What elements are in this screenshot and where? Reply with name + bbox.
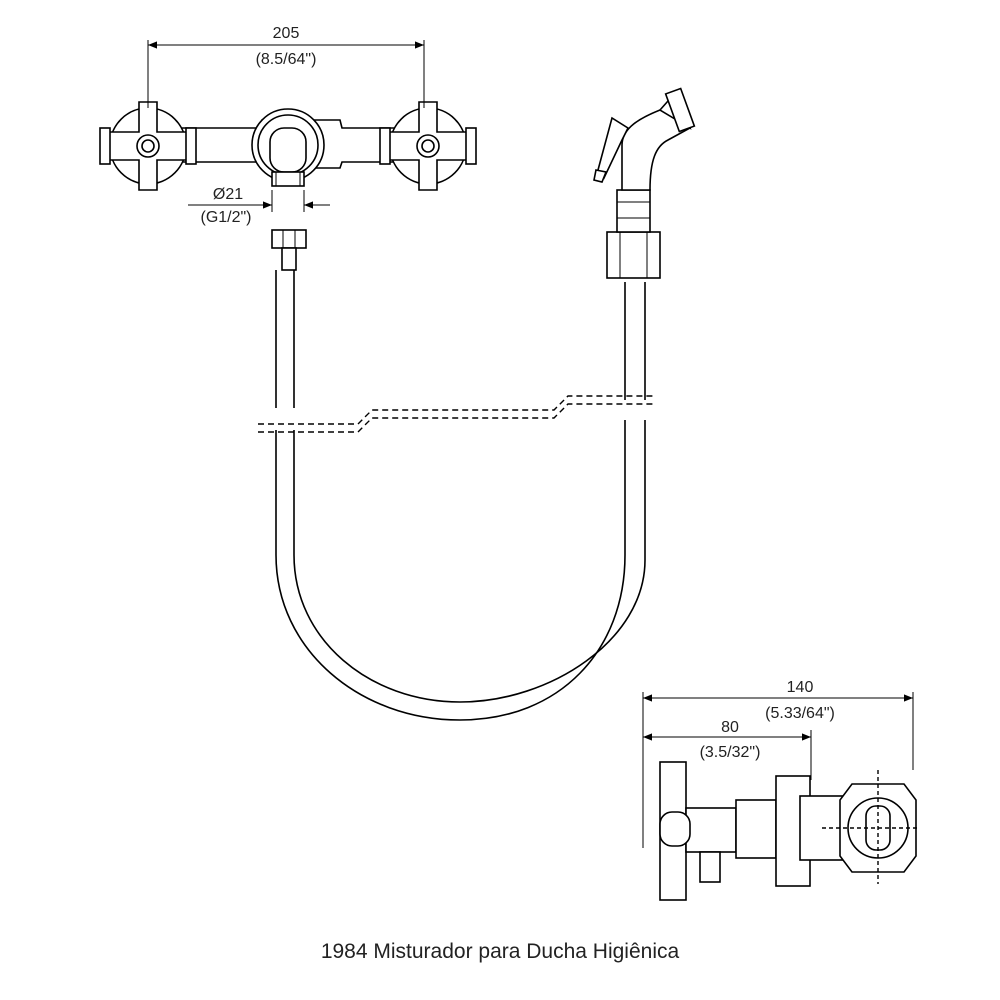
dimension-total-depth: 140 (5.33/64") — [642, 679, 914, 848]
dimension-diameter: Ø21 (G1/2") — [188, 186, 330, 226]
left-valve-handle — [99, 101, 197, 191]
flexible-hose — [258, 229, 656, 721]
hand-shower — [593, 87, 696, 279]
depth-partial-mm-label: 80 — [721, 719, 739, 736]
depth-partial-in-label: (3.5/32") — [700, 744, 761, 761]
right-valve-handle — [379, 101, 477, 191]
mixer-side-view — [659, 761, 918, 901]
central-outlet — [251, 108, 325, 187]
depth-total-in-label: (5.33/64") — [765, 705, 835, 722]
product-caption: 1984 Misturador para Ducha Higiênica — [320, 940, 680, 963]
diameter-mm-label: Ø21 — [213, 186, 243, 203]
dimension-width: 205 (8.5/64") — [147, 25, 425, 108]
mixer-front-view — [99, 101, 477, 191]
width-mm-label: 205 — [273, 25, 300, 42]
width-in-label: (8.5/64") — [256, 51, 317, 68]
depth-total-mm-label: 140 — [787, 679, 814, 696]
dimension-partial-depth: 80 (3.5/32") — [643, 719, 812, 780]
diameter-in-label: (G1/2") — [200, 209, 251, 226]
